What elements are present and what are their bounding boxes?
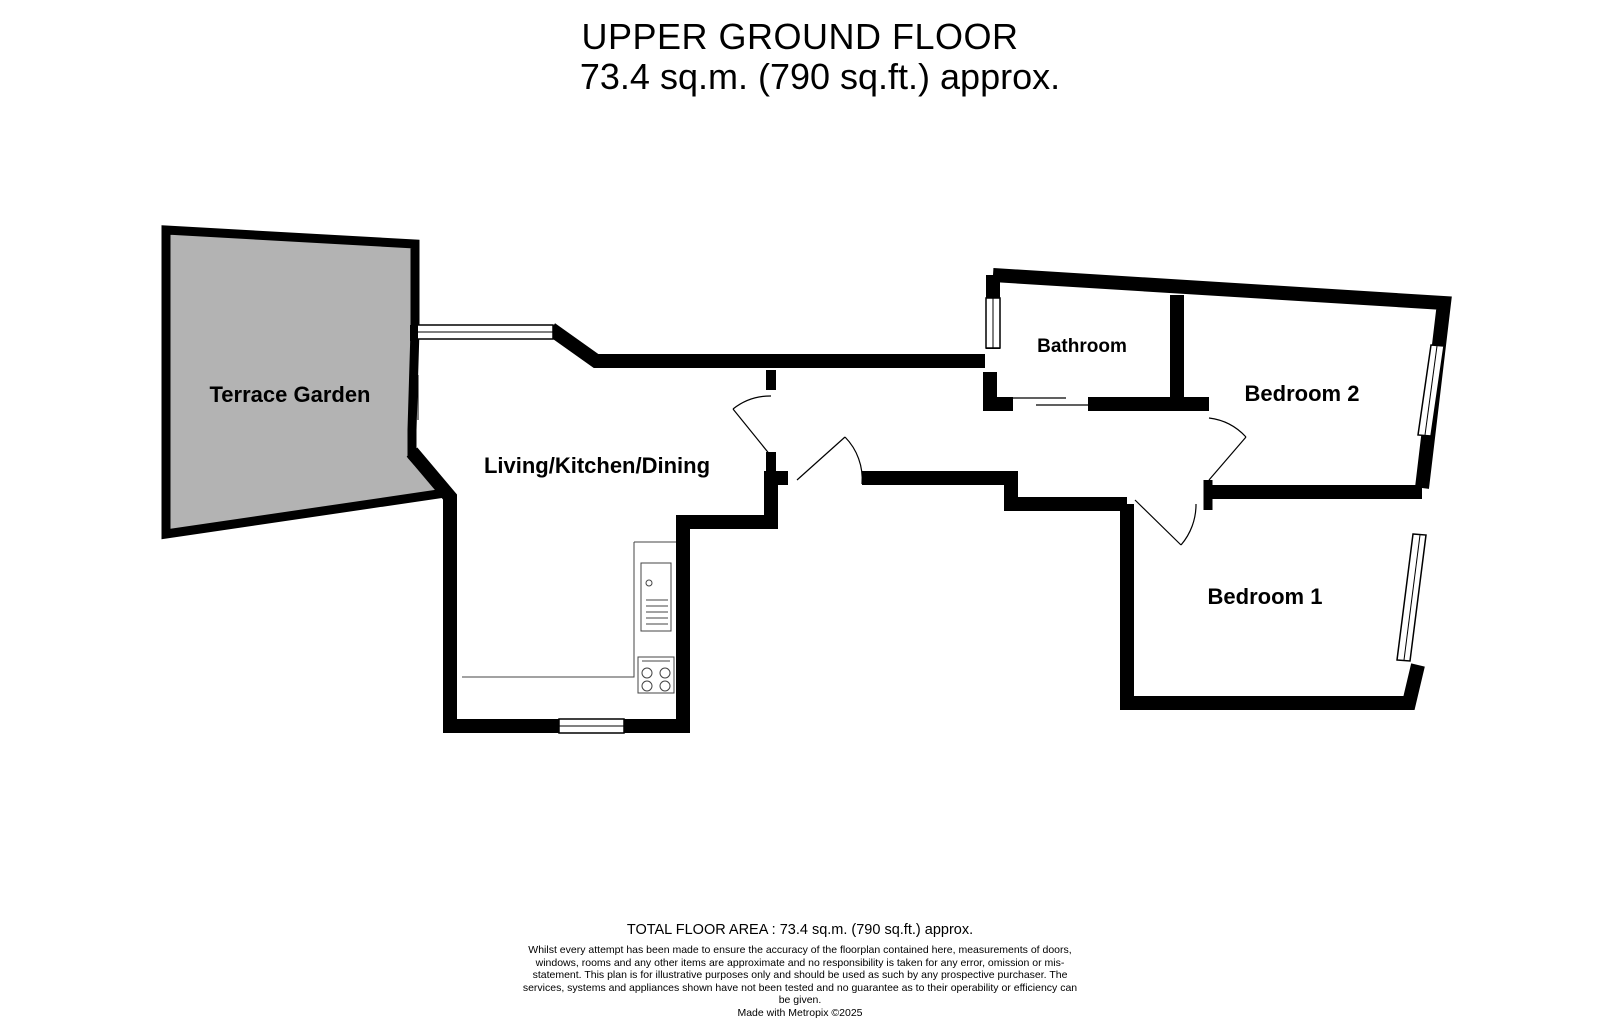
floorplan-title: UPPER GROUND FLOOR 73.4 sq.m. (790 sq.ft… [0, 18, 1600, 96]
bedroom2-door [1208, 417, 1247, 481]
block-wall-north [992, 268, 1452, 489]
bedroom1-window [1396, 533, 1427, 662]
living-window-south [558, 718, 625, 734]
bathroom-sliding-door [1013, 397, 1088, 406]
terrace-door [413, 342, 419, 450]
bedroom1-door [1134, 499, 1197, 546]
entrance-door [796, 436, 863, 485]
living-wall-south-east [624, 471, 788, 733]
room-label-bathroom: Bathroom [1037, 336, 1127, 357]
room-label-terrace: Terrace Garden [209, 382, 370, 407]
room-label-bedroom1: Bedroom 1 [1208, 584, 1323, 609]
bedroom2-window [1417, 344, 1445, 437]
hob-ring-1 [641, 667, 653, 679]
disclaimer-text: Whilst every attempt has been made to en… [522, 944, 1078, 1006]
sink-drain [645, 579, 653, 587]
hob [637, 656, 675, 694]
hob-ring-3 [641, 680, 653, 692]
bathroom-window [985, 297, 1001, 349]
living-window-north [410, 324, 554, 341]
hall-wall-south [862, 471, 1127, 511]
floor-area: 73.4 sq.m. (790 sq.ft.) approx. [579, 55, 1061, 97]
floor-name: UPPER GROUND FLOOR [581, 16, 1019, 57]
living-kitchen-dining [406, 323, 985, 733]
bedroom1-wall [1120, 504, 1425, 710]
living-door [732, 395, 772, 457]
room-label-bedroom2: Bedroom 2 [1245, 381, 1360, 406]
made-with-credit: Made with Metropix ©2025 [737, 1006, 863, 1019]
total-floor-area: TOTAL FLOOR AREA : 73.4 sq.m. (790 sq.ft… [626, 922, 974, 938]
hob-ring-4 [659, 680, 671, 692]
terrace-fill [161, 225, 454, 540]
kitchen-units [462, 541, 676, 694]
hall-walls [862, 471, 1127, 511]
living-wall-west [406, 447, 559, 733]
bathroom-wall-south [983, 372, 1013, 411]
living-wall-top [546, 323, 985, 368]
floorplan-footer: TOTAL FLOOR AREA : 73.4 sq.m. (790 sq.ft… [0, 922, 1600, 1019]
sink [640, 562, 672, 632]
hob-ring-2 [659, 667, 671, 679]
room-label-living: Living/Kitchen/Dining [484, 453, 710, 478]
terrace-garden: Terrace Garden [161, 225, 454, 540]
